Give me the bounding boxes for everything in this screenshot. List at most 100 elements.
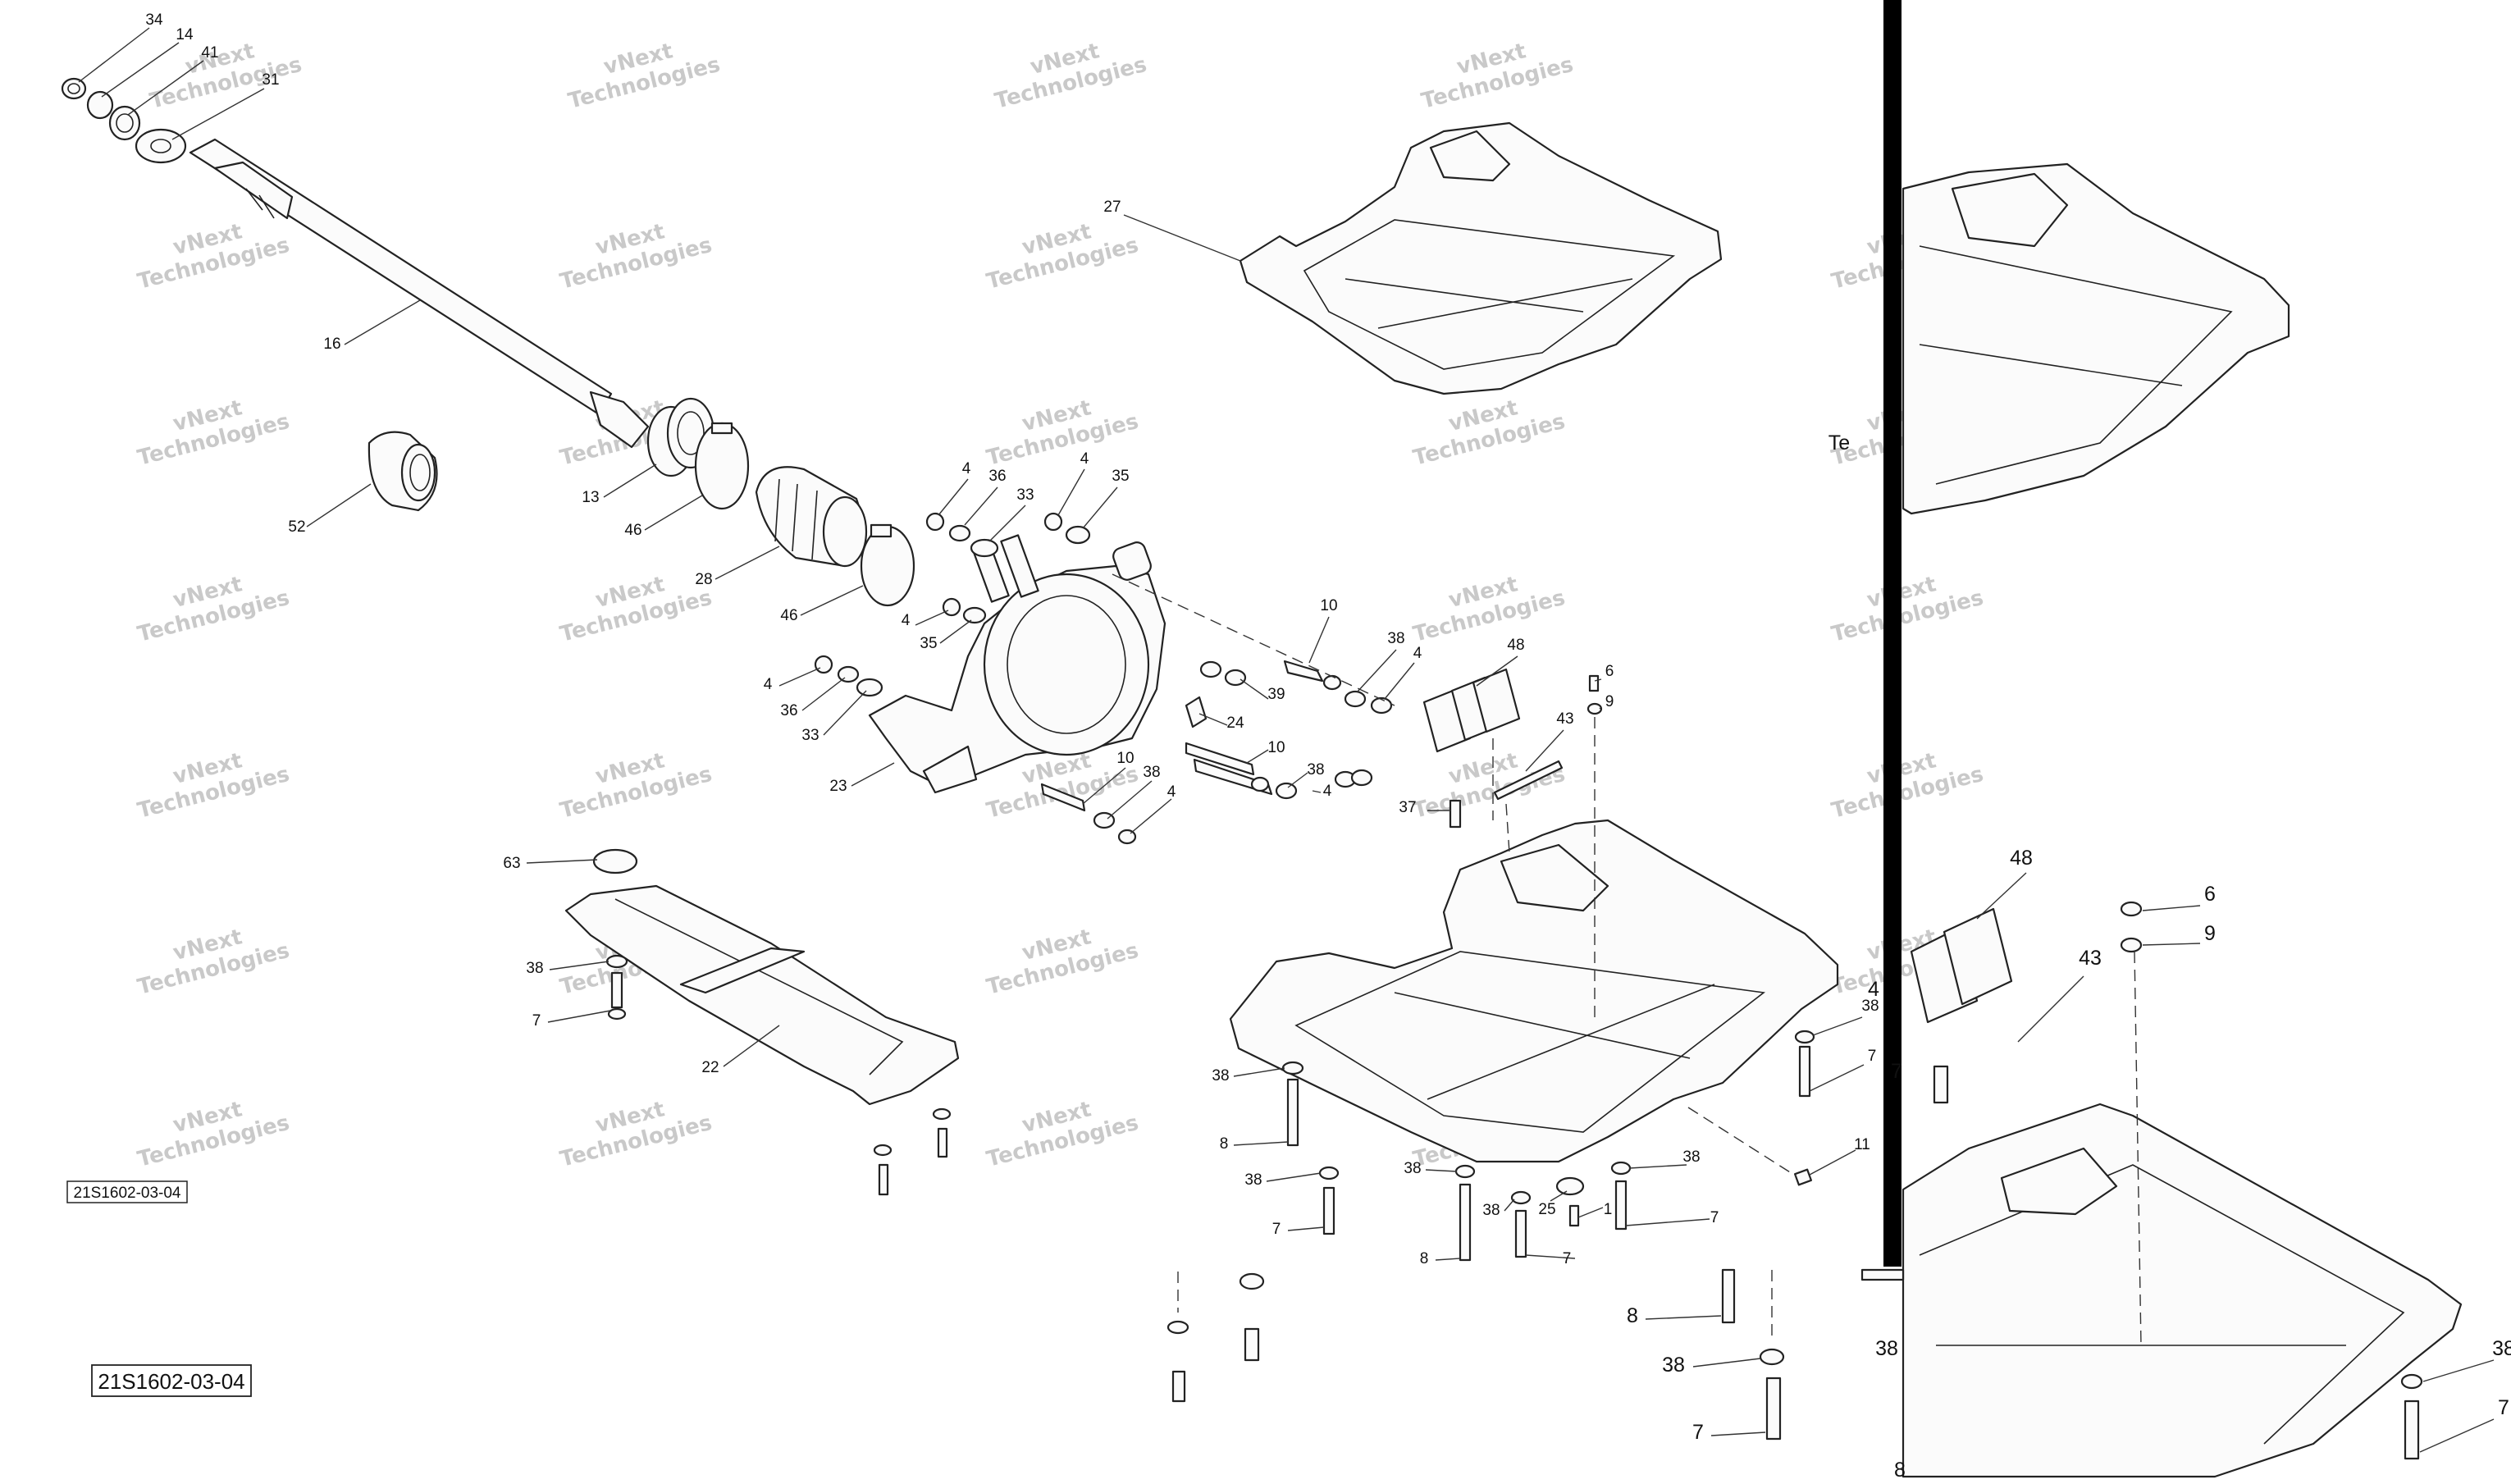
part-label-9: 9 — [2204, 922, 2216, 945]
part-label-35: 35 — [920, 635, 937, 652]
part-label-38: 38 — [1307, 761, 1324, 779]
part-label-4: 4 — [1323, 783, 1332, 800]
diagram-id-small-box: 21S1602-03-04 — [66, 1180, 188, 1203]
part-label-35: 35 — [1112, 468, 1129, 485]
part-label-11: 11 — [1854, 1136, 1870, 1153]
part-label-36: 36 — [988, 468, 1006, 485]
alignment-lines — [1112, 573, 2142, 1346]
part-label-7: 7 — [1563, 1250, 1572, 1267]
support-housing-23 — [868, 534, 1166, 794]
part-label-27: 27 — [1103, 199, 1121, 216]
plate-27 — [1239, 121, 1723, 395]
bolts-and-washers — [605, 674, 2423, 1460]
part-label-31: 31 — [262, 71, 279, 89]
part-label-46: 46 — [780, 607, 797, 624]
part-label-36: 36 — [780, 702, 797, 719]
part-label-7: 7 — [2498, 1396, 2509, 1419]
part-label-38: 38 — [1875, 1337, 1898, 1360]
part-label-48: 48 — [1507, 637, 1524, 654]
bumper-blocks-48 — [1422, 668, 2013, 1024]
hardware-washers — [814, 512, 1393, 845]
part-label-52: 52 — [288, 518, 305, 536]
part-label-7: 7 — [1868, 1048, 1877, 1065]
diagram-id-large: 21S1602-03-04 — [98, 1369, 244, 1394]
part-label-23: 23 — [829, 778, 847, 795]
part-label-14: 14 — [176, 26, 194, 43]
part-label-Te: Te — [1828, 432, 1850, 454]
part-label-33: 33 — [1016, 486, 1034, 504]
part-label-63: 63 — [503, 855, 520, 872]
part-label-4: 4 — [1413, 645, 1422, 662]
part-label-38: 38 — [1404, 1160, 1421, 1177]
part-label-38: 38 — [526, 960, 543, 977]
part-label-8: 8 — [1420, 1250, 1429, 1267]
part-label-41: 41 — [201, 44, 218, 62]
part-label-43: 43 — [1556, 710, 1573, 728]
black-divider-bar — [1883, 0, 1902, 1267]
part-label-43: 43 — [2079, 947, 2102, 970]
part-label-8: 8 — [1894, 1459, 1906, 1482]
part-label-38: 38 — [1482, 1202, 1500, 1219]
part-label-4: 4 — [1167, 783, 1176, 801]
part-label-4: 4 — [1868, 978, 1879, 1001]
part-label-38: 38 — [1212, 1067, 1229, 1084]
part-label-34: 34 — [145, 11, 163, 29]
skid-plate-zoom — [1860, 0, 2463, 1478]
skid-plate-main — [1229, 819, 1839, 1163]
part-label-22: 22 — [701, 1059, 719, 1076]
part-label-33: 33 — [801, 727, 819, 744]
part-label-9: 9 — [1605, 693, 1614, 710]
part-label-8: 8 — [1627, 1304, 1638, 1327]
drive-shaft-assembly — [61, 77, 915, 607]
leader-lines — [78, 27, 2495, 1453]
part-label-7: 7 — [1272, 1221, 1281, 1238]
part-label-48: 48 — [2010, 847, 2033, 870]
part-label-6: 6 — [1605, 663, 1614, 680]
part-label-6: 6 — [2204, 883, 2216, 906]
part-label-7: 7 — [1710, 1209, 1719, 1226]
part-label-24: 24 — [1226, 715, 1244, 732]
diagram-id-large-box: 21S1602-03-04 — [91, 1364, 252, 1397]
part-label-28: 28 — [695, 571, 712, 588]
part-label-16: 16 — [323, 336, 340, 353]
part-label-13: 13 — [582, 489, 599, 506]
part-label-1: 1 — [1604, 1201, 1613, 1218]
part-label-4: 4 — [962, 460, 971, 477]
part-label-4: 4 — [764, 676, 773, 693]
part-label-37: 37 — [1399, 799, 1416, 816]
diagram-id-small: 21S1602-03-04 — [74, 1185, 181, 1202]
part-label-7: 7 — [1891, 1060, 1902, 1083]
part-label-38: 38 — [1861, 998, 1879, 1015]
part-label-38: 38 — [1143, 764, 1160, 781]
part-label-4: 4 — [1080, 450, 1089, 468]
part-label-39: 39 — [1267, 686, 1285, 703]
part-label-25: 25 — [1538, 1201, 1555, 1218]
rail-22 — [564, 848, 960, 1106]
part-label-38: 38 — [1662, 1354, 1685, 1377]
part-label-7: 7 — [532, 1012, 541, 1030]
part-label-10: 10 — [1267, 739, 1285, 756]
part-label-38: 38 — [2492, 1337, 2511, 1360]
part-label-8: 8 — [1220, 1135, 1229, 1153]
